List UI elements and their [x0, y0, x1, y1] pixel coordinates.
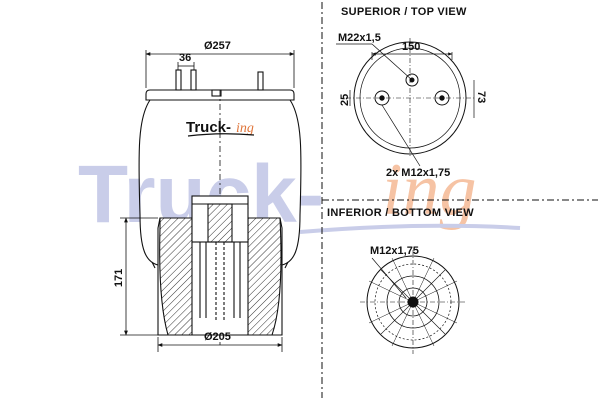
logo-brand-main: Truck-: [186, 119, 231, 136]
main-thread-leader: [371, 43, 413, 81]
bottom-diameter-label: Ø205: [204, 331, 231, 343]
height-label: 171: [113, 269, 125, 287]
watermark-brand-suffix: ing: [382, 149, 477, 231]
top-stud-right: [434, 90, 450, 106]
side-view: [120, 50, 302, 352]
stud-spacing-label: 36: [179, 52, 191, 64]
left-offset-label: 25: [339, 94, 351, 106]
piston-hatch-right: [247, 217, 282, 336]
top-air-inlet: [405, 73, 419, 87]
bolt-spacing-label: 150: [402, 41, 420, 53]
bottom-view: [360, 250, 466, 354]
watermark: Truck- ing: [78, 149, 521, 240]
watermark-swoosh: [299, 223, 521, 234]
stud-right: [190, 69, 197, 91]
stud-thread-leader: [381, 104, 421, 167]
logo-brand-suffix: ing: [236, 121, 254, 136]
piston-core-lines: [192, 203, 248, 243]
air-inlet: [211, 89, 222, 97]
bottom-thread-leader: [371, 257, 407, 299]
stud-left: [175, 69, 182, 91]
stud-air: [257, 71, 264, 91]
logo: Truck- ing: [186, 119, 255, 137]
bottom-view-title: INFERIOR / BOTTOM VIEW: [327, 207, 474, 219]
piston-hatch-left: [159, 217, 193, 336]
top-view: [336, 38, 475, 167]
main-thread-label: M22x1,5: [338, 32, 381, 44]
stud-threads-label: 2x M12x1,75: [386, 167, 450, 179]
bottom-thread-label: M12x1,75: [370, 245, 419, 257]
bellow-crimp: [151, 261, 289, 269]
section-dividers: [321, 2, 598, 398]
right-offset-label: 73: [475, 91, 487, 103]
top-diameter-label: Ø257: [204, 40, 231, 52]
top-view-title: SUPERIOR / TOP VIEW: [341, 6, 467, 18]
piston-core-hatch: [207, 203, 233, 243]
